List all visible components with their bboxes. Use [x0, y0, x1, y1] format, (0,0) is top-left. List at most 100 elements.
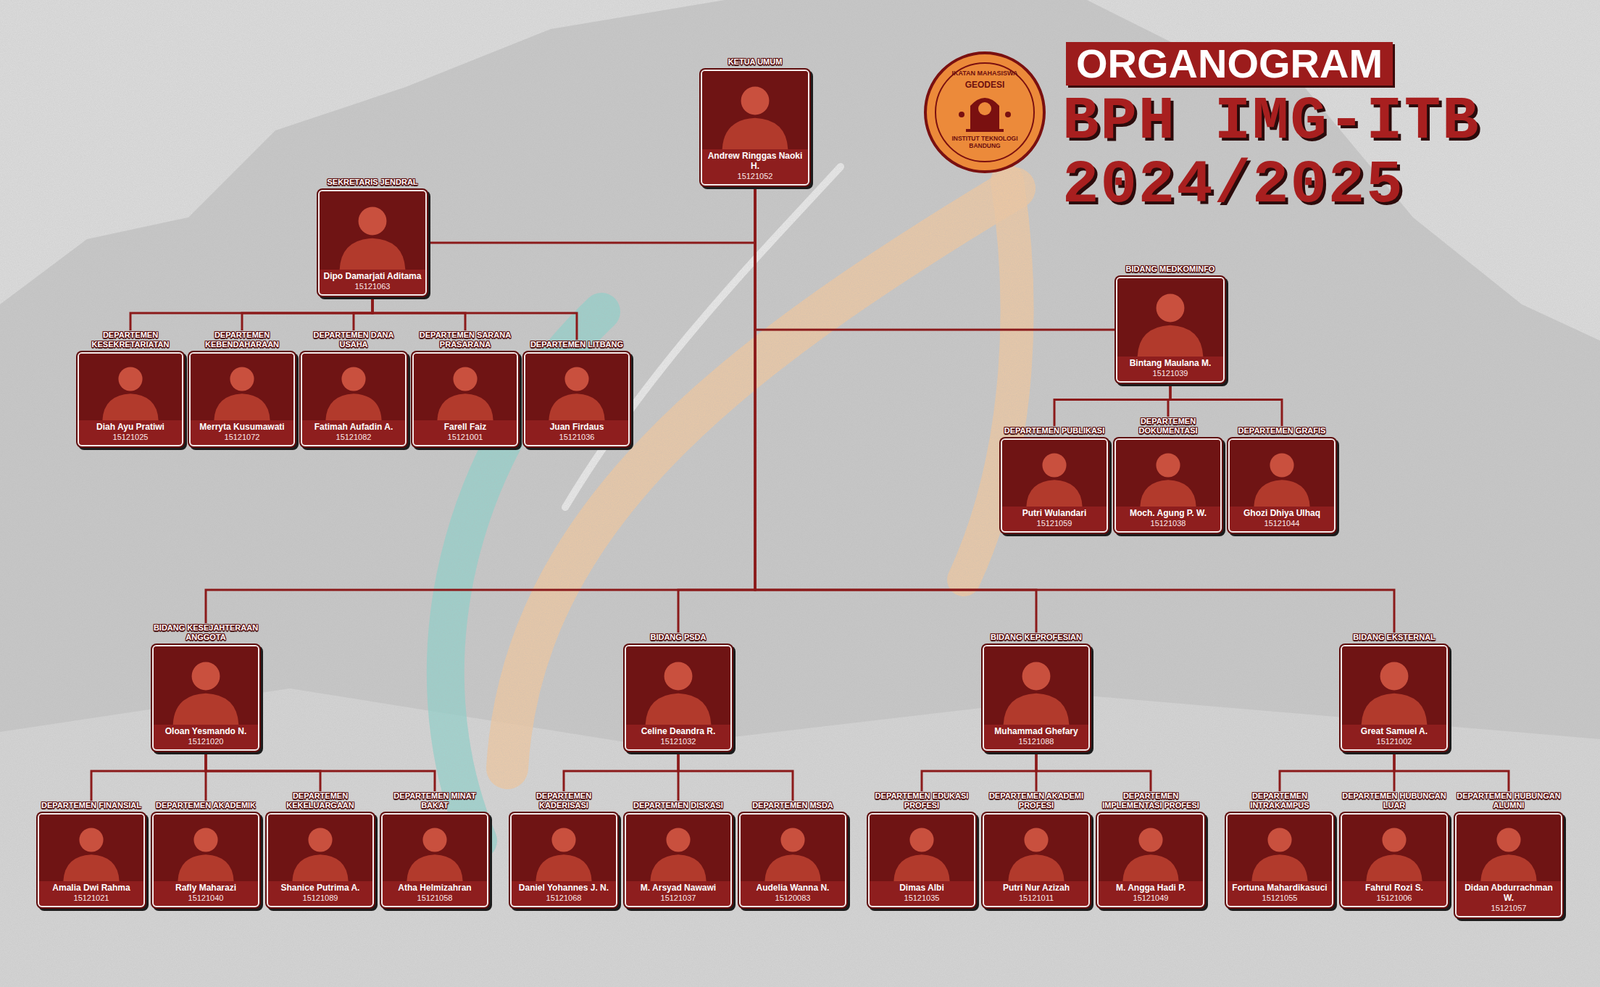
member-node: DEPARTEMEN LITBANGJuan Firdaus15121036	[523, 339, 630, 447]
photo-head	[665, 827, 690, 852]
logo-dot	[958, 111, 965, 118]
photo-body	[1122, 854, 1179, 882]
role-heading: DEPARTEMEN PUBLIKASI	[1003, 426, 1106, 439]
photo-ground	[984, 814, 1089, 882]
photo-ground	[626, 646, 731, 725]
logo-text: INSTITUT TEKNOLOGI BANDUNG	[944, 134, 1025, 150]
member-id: 15121036	[556, 431, 598, 443]
photo-ground	[153, 646, 258, 725]
member-node: DEPARTEMEN MINAT BAKATAtha Helmizahran15…	[381, 791, 489, 908]
role-heading: DEPARTEMEN KEBENDAHARAAN	[189, 330, 295, 353]
member-name: Atha Helmizahran	[394, 882, 474, 893]
photo-head	[1023, 827, 1048, 852]
logo-text: IKATAN MAHASISWA	[937, 69, 1032, 78]
member-id: 15121038	[1147, 518, 1190, 529]
photo-ground	[626, 814, 731, 882]
role-heading: DEPARTEMEN DOKUMENTASI	[1114, 416, 1222, 439]
photo-ground	[1342, 814, 1447, 882]
photo-ground	[869, 814, 974, 882]
photo-ground	[984, 646, 1089, 725]
member-name: Bintang Maulana M.	[1126, 357, 1215, 369]
photo-ground	[740, 814, 845, 882]
photo-head	[307, 827, 332, 852]
member-name: Andrew Ringgas Naoki H.	[702, 150, 808, 172]
member-node: DEPARTEMEN KEKELUARGAANShanice Putrima A…	[266, 791, 374, 908]
member-name: Amalia Dwi Rahma	[49, 882, 133, 893]
member-photo	[740, 814, 845, 882]
photo-body	[406, 854, 463, 882]
photo-ground	[1227, 814, 1332, 882]
org-connector	[921, 750, 1037, 792]
member-name: Putri Nur Azizah	[1000, 882, 1073, 893]
org-connector	[755, 185, 1037, 633]
member-id: 15120083	[772, 892, 814, 903]
logo-figure	[978, 102, 992, 116]
member-id: 15121057	[1488, 902, 1530, 914]
member-name: Rafly Maharazi	[172, 882, 240, 893]
member-node: DEPARTEMEN SARANA PRASARANAFarell Faiz15…	[412, 330, 519, 447]
member-node: KETUA UMUMAndrew Ringgas Naoki H.1512105…	[700, 57, 810, 186]
member-photo	[869, 814, 974, 882]
member-photo	[702, 71, 808, 150]
photo-body	[1139, 479, 1196, 507]
photo-ground	[1229, 439, 1335, 507]
photo-ground	[702, 71, 808, 150]
role-heading: DEPARTEMEN IMPLEMENTASI PROFESI	[1097, 791, 1205, 814]
photo-ground	[1115, 439, 1221, 507]
member-node: DEPARTEMEN DOKUMENTASIMoch. Agung P. W.1…	[1114, 416, 1222, 533]
logo-dot	[1005, 111, 1011, 118]
photo-ground	[78, 353, 182, 421]
member-node: DEPARTEMEN IMPLEMENTASI PROFESIM. Angga …	[1097, 791, 1205, 908]
org-connector	[755, 185, 1116, 330]
member-node: DEPARTEMEN AKADEMIKRafly Maharazi1512104…	[152, 800, 260, 908]
member-name: Farell Faiz	[441, 421, 490, 432]
member-card: Farell Faiz15121001	[412, 352, 519, 447]
member-id: 15121058	[414, 892, 456, 903]
member-node: DEPARTEMEN INTRAKAMPUSFortuna Mahardikas…	[1226, 791, 1334, 908]
member-name: Celine Deandra R.	[638, 726, 719, 737]
member-photo	[39, 814, 144, 882]
member-photo	[1227, 814, 1332, 882]
member-name: Ghozi Dhiya Ulhaq	[1240, 507, 1324, 519]
role-heading: DEPARTEMEN DISKASI	[632, 800, 724, 814]
member-card: Moch. Agung P. W.15121038	[1114, 438, 1222, 533]
member-node: DEPARTEMEN KEBENDAHARAANMerryta Kusumawa…	[189, 330, 295, 447]
photo-ground	[511, 814, 616, 882]
member-photo	[413, 353, 517, 421]
member-photo	[626, 646, 731, 725]
logo-ring	[935, 63, 1035, 162]
role-heading: BIDANG EKSTERNAL	[1352, 632, 1437, 645]
member-card: Fahrul Rozi S.15121006	[1340, 813, 1448, 908]
member-card: Oloan Yesmando N.15121020	[152, 644, 260, 751]
member-photo	[78, 353, 182, 421]
member-photo	[626, 814, 731, 882]
member-id: 15121059	[1034, 518, 1076, 529]
photo-ground	[413, 353, 517, 421]
subtitle-text: BPH IMG-ITB	[1062, 91, 1481, 153]
role-heading: DEPARTEMEN AKADEMIK	[155, 800, 257, 814]
photo-body	[535, 854, 592, 882]
member-node: DEPARTEMEN KADERISASIDaniel Yohannes J. …	[510, 791, 618, 908]
photo-body	[1137, 325, 1204, 357]
photo-body	[292, 854, 348, 882]
member-node: SEKRETARIS JENDRALDipo Damarjati Aditama…	[318, 177, 427, 296]
member-photo	[1342, 814, 1447, 882]
member-node: BIDANG MEDKOMINFOBintang Maulana M.15121…	[1115, 264, 1225, 383]
photo-head	[1022, 662, 1051, 691]
role-heading: DEPARTEMEN LITBANG	[529, 339, 624, 353]
member-id: 15121055	[1259, 892, 1301, 903]
title-banner: ORGANOGRAM	[1065, 42, 1393, 86]
role-heading: KETUA UMUM	[727, 57, 784, 70]
photo-ground	[1117, 278, 1224, 357]
role-heading: DEPARTEMEN KADERISASI	[510, 791, 618, 814]
photo-body	[339, 238, 406, 270]
member-card: Muhammad Ghefary15121088	[982, 644, 1090, 751]
photo-body	[436, 393, 493, 421]
member-photo	[190, 353, 294, 421]
member-node: DEPARTEMEN FINANSIALAmalia Dwi Rahma1512…	[37, 800, 145, 908]
role-heading: DEPARTEMEN DANA USAHA	[300, 330, 407, 353]
member-node: BIDANG EKSTERNALGreat Samuel A.15121002	[1340, 632, 1448, 751]
photo-head	[909, 827, 934, 852]
member-photo	[1456, 814, 1561, 882]
